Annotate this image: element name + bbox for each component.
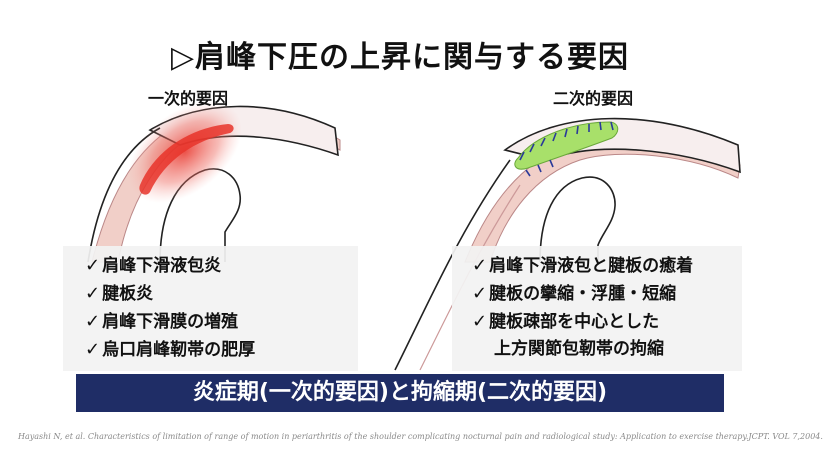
check-icon: ✓	[85, 255, 101, 276]
check-icon: ✓	[85, 283, 101, 304]
check-icon: ✓	[85, 339, 101, 360]
list-item: ✓肩峰下滑膜の増殖	[85, 311, 239, 332]
shoulder-right-diagram	[394, 117, 741, 371]
primary-factor-heading: 一次的要因	[148, 89, 229, 108]
primary-factor-list: ✓肩峰下滑液包炎 ✓腱板炎 ✓肩峰下滑膜の増殖 ✓烏口肩峰靭帯の肥厚	[85, 252, 255, 364]
secondary-factor-panel	[452, 246, 742, 371]
list-item: ✓肩峰下滑液包と腱板の癒着	[472, 255, 694, 276]
list-item: ✓腱板の攣縮・浮腫・短縮	[472, 283, 677, 304]
check-icon: ✓	[85, 311, 101, 332]
check-icon: ✓	[472, 255, 488, 276]
secondary-factor-heading: 二次的要因	[553, 89, 634, 108]
list-item: ✓烏口肩峰靭帯の肥厚	[85, 339, 256, 360]
secondary-factor-list: ✓肩峰下滑液包と腱板の癒着 ✓腱板の攣縮・浮腫・短縮 ✓腱板疎部を中心とした 上…	[472, 252, 693, 363]
list-item-continuation: 上方関節包靭帯の拘縮	[494, 339, 664, 359]
phase-banner: 炎症期(一次的要因)と拘縮期(二次的要因)	[76, 374, 724, 412]
check-icon: ✓	[472, 311, 488, 332]
shoulder-left-diagram	[87, 101, 341, 263]
page-title: ▷肩峰下圧の上昇に関与する要因	[170, 40, 630, 75]
primary-factor-panel	[63, 246, 358, 371]
list-item: ✓腱板炎	[85, 283, 154, 304]
shoulder-illustrations	[87, 101, 741, 371]
list-item: ✓腱板疎部を中心とした	[472, 311, 660, 332]
adhesion-marker	[514, 121, 619, 170]
list-item: ✓肩峰下滑液包炎	[85, 255, 222, 276]
check-icon: ✓	[472, 283, 488, 304]
citation: Hayashi N, et al. Characteristics of lim…	[18, 432, 823, 441]
